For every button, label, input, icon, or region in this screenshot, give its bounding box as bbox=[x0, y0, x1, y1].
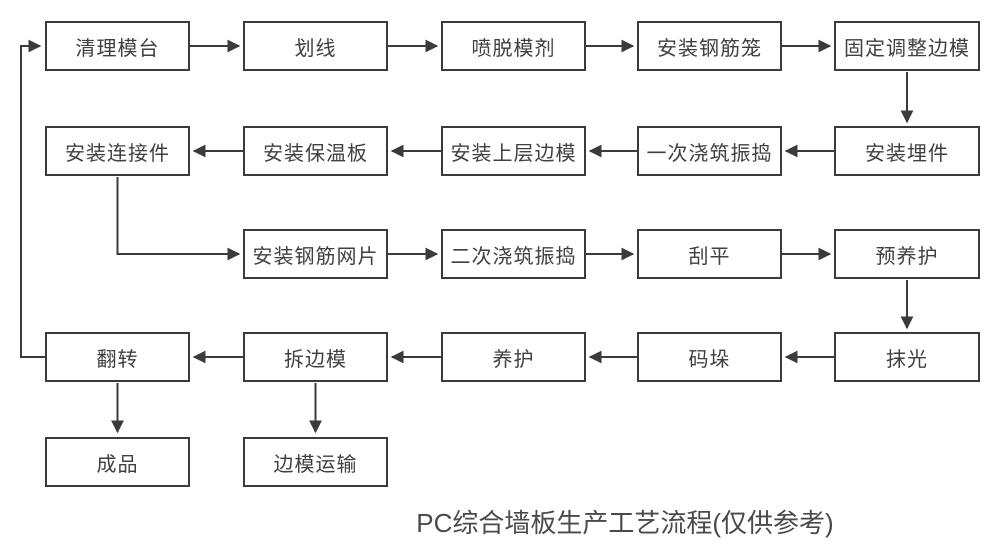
flow-node-curing: 养护 bbox=[441, 332, 586, 382]
flow-node-trowel: 抹光 bbox=[834, 332, 980, 382]
flow-node-install-rebar-mesh: 安装钢筋网片 bbox=[243, 229, 388, 279]
flow-node-install-insulation-board: 安装保温板 bbox=[243, 126, 388, 176]
flow-node-finished-product: 成品 bbox=[45, 437, 190, 487]
flow-node-install-connectors: 安装连接件 bbox=[45, 126, 190, 176]
flow-node-stack: 码垛 bbox=[637, 332, 782, 382]
flow-node-scribe: 划线 bbox=[243, 21, 388, 71]
flow-node-first-pour-vibrate: 一次浇筑振捣 bbox=[637, 126, 782, 176]
flow-node-second-pour-vibrate: 二次浇筑振捣 bbox=[441, 229, 586, 279]
diagram-title: PC综合墙板生产工艺流程(仅供参考) bbox=[416, 508, 834, 538]
flow-node-install-embedded-parts: 安装埋件 bbox=[834, 126, 980, 176]
flow-node-install-rebar-cage: 安装钢筋笼 bbox=[637, 21, 782, 71]
flow-node-fix-adjust-side-mold: 固定调整边模 bbox=[834, 21, 980, 71]
arrow-install-connectors-to-install-rebar-mesh bbox=[116, 177, 241, 261]
flow-node-pre-curing: 预养护 bbox=[834, 229, 980, 279]
flow-node-side-mold-transport: 边模运输 bbox=[243, 437, 388, 487]
flow-node-flip: 翻转 bbox=[45, 332, 190, 382]
flow-node-spray-release-agent: 喷脱模剂 bbox=[441, 21, 586, 71]
flow-node-screed: 刮平 bbox=[637, 229, 782, 279]
flow-node-clean-table: 清理模台 bbox=[45, 21, 190, 71]
flow-node-remove-side-mold: 拆边模 bbox=[243, 332, 388, 382]
arrow-flip-loop-to-clean-table bbox=[20, 39, 45, 358]
flow-node-install-upper-side-mold: 安装上层边模 bbox=[441, 126, 586, 176]
